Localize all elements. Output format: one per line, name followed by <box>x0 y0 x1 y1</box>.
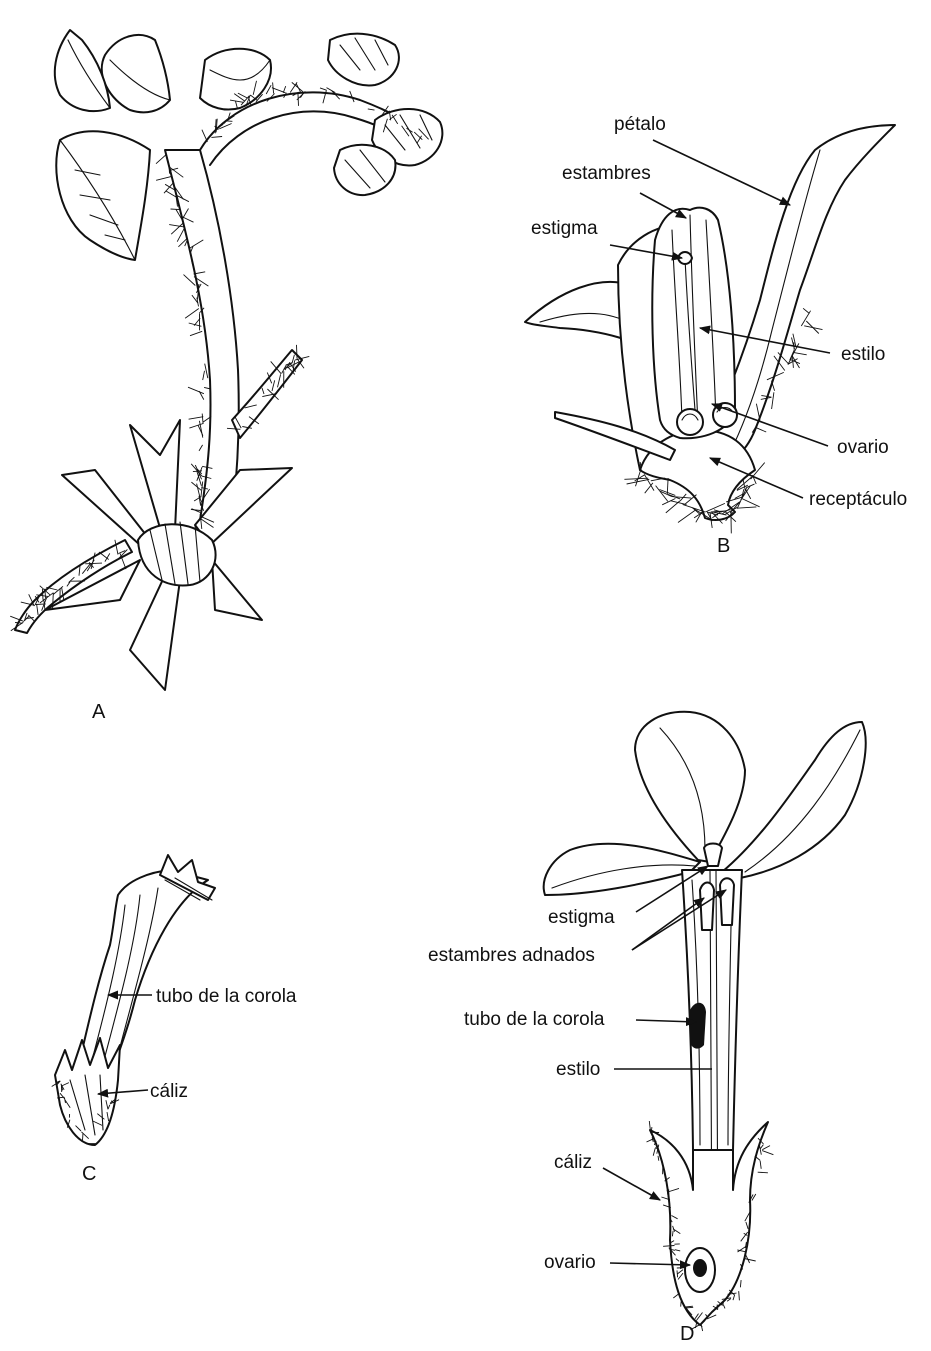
panel-d-flower-section: estigma estambres adnados tubo de la cor… <box>428 712 866 1345</box>
bud-cluster-1 <box>328 34 399 86</box>
label-corolla-tube-d: tubo de la corola <box>464 1009 605 1030</box>
label-style: estilo <box>841 344 885 365</box>
panel-b-flower-section: pétalo estambres estigma estilo ovario r… <box>525 114 907 557</box>
panel-c-flower-bud: tubo de la corola cáliz C <box>52 855 297 1185</box>
panel-a-letter: A <box>92 701 106 723</box>
panel-d-letter: D <box>680 1323 694 1345</box>
label-stigma: estigma <box>531 218 598 239</box>
calyx-d <box>650 1122 768 1325</box>
label-stamens: estambres <box>562 163 651 184</box>
label-adnate-stamens: estambres adnados <box>428 945 595 966</box>
stamen-dark-patch <box>690 1003 706 1049</box>
label-corolla-tube-c: tubo de la corola <box>156 986 297 1007</box>
panel-c-letter: C <box>82 1163 96 1185</box>
adnate-stamens <box>700 883 714 931</box>
bud-cluster-3 <box>334 145 395 195</box>
petal-top <box>635 712 745 862</box>
leaf-top-2 <box>102 35 170 112</box>
label-receptacle: receptáculo <box>809 489 907 510</box>
panel-b-letter: B <box>717 535 730 557</box>
label-calyx-d: cáliz <box>554 1152 592 1173</box>
petal-right-d <box>722 722 866 878</box>
label-ovary-d: ovario <box>544 1252 596 1273</box>
open-flower <box>45 420 292 690</box>
label-ovary: ovario <box>837 437 889 458</box>
label-calyx-c: cáliz <box>150 1081 188 1102</box>
leaf-top-1 <box>56 131 150 260</box>
panel-a-plant-shoot: A <box>10 30 442 723</box>
label-style-d: estilo <box>556 1059 600 1080</box>
label-petal: pétalo <box>614 114 666 135</box>
stigma-d <box>704 844 722 867</box>
label-stigma-d: estigma <box>548 907 615 928</box>
ovary-d <box>685 1248 715 1292</box>
anther-cone <box>138 524 216 585</box>
